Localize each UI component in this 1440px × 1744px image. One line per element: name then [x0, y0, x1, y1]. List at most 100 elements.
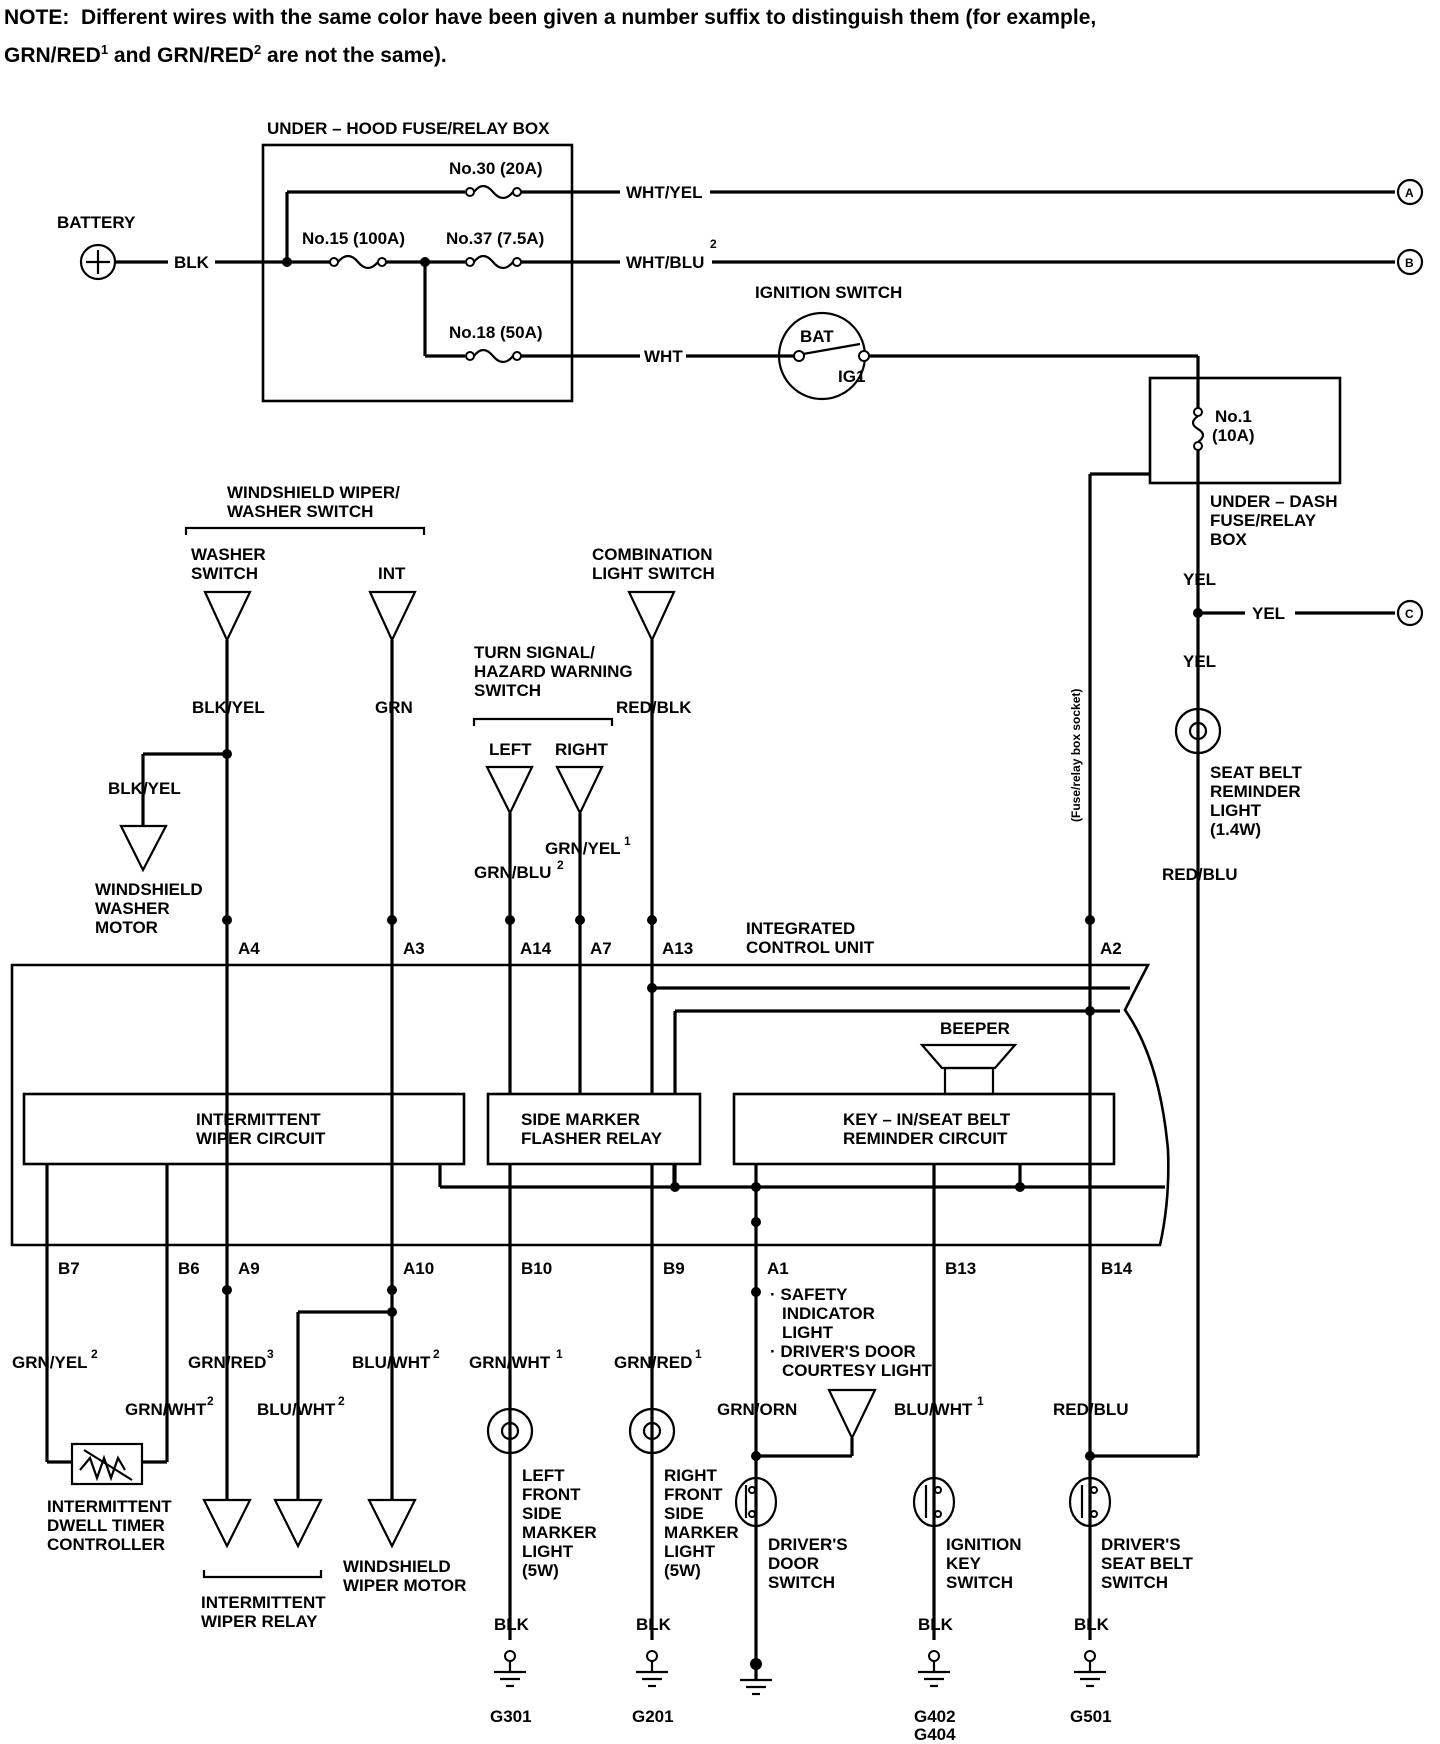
- wiper-circuit-label-2: WIPER CIRCUIT: [196, 1129, 326, 1148]
- wire-red-blu-top: RED/BLU: [1162, 865, 1238, 884]
- safety-label-1: · SAFETY: [770, 1285, 848, 1304]
- dwell-label-3: CONTROLLER: [47, 1535, 165, 1554]
- fuse-no1-label-2: (10A): [1212, 426, 1255, 445]
- pin-a9: A9: [238, 1259, 260, 1278]
- note-example-1: GRN/RED: [4, 44, 101, 67]
- pin-a13: A13: [662, 939, 693, 958]
- pin-b10: B10: [521, 1259, 552, 1278]
- turn-switch-label-1: TURN SIGNAL/: [474, 643, 595, 662]
- wire-grn-yel-2-suffix: 2: [91, 1347, 98, 1361]
- pin-b14: B14: [1101, 1259, 1133, 1278]
- seatbelt-light-label-2: REMINDER: [1210, 782, 1301, 801]
- wiper-circuit-box: [22, 1092, 466, 1166]
- turn-switch-label-3: SWITCH: [474, 681, 541, 700]
- grounds: BLK BLK BLK BLK: [490, 1615, 1112, 1744]
- wire-grn-wht-1-suffix: 1: [556, 1347, 563, 1361]
- wire-yel-c: YEL: [1252, 604, 1285, 623]
- wiper-relay-terminal-1: [202, 1498, 252, 1549]
- seat-switch-label-3: SWITCH: [1101, 1573, 1168, 1592]
- turn-switch-label-2: HAZARD WARNING: [474, 662, 633, 681]
- seat-switch-label-1: DRIVER'S: [1101, 1535, 1181, 1554]
- svg-text:C: C: [1405, 607, 1414, 621]
- wire-grn-yel-2: GRN/YEL: [12, 1353, 88, 1372]
- wiper-switch-group-2: WASHER SWITCH: [227, 502, 373, 521]
- right-marker-label-5: LIGHT: [664, 1542, 716, 1561]
- left-marker-label-1: LEFT: [522, 1466, 565, 1485]
- switch-section: WINDSHIELD WIPER/ WASHER SWITCH WASHER S…: [95, 483, 715, 937]
- door-switch-label-2: DOOR: [768, 1554, 819, 1573]
- icu-label-1: INTEGRATED: [746, 919, 855, 938]
- wire-grn-wht-1: GRN/WHT: [469, 1353, 551, 1372]
- wiper-switch-bracket: [184, 526, 426, 535]
- turn-left-label: LEFT: [489, 740, 532, 759]
- beeper-label: BEEPER: [940, 1019, 1010, 1038]
- pin-a14: A14: [520, 939, 552, 958]
- int-label: INT: [378, 564, 406, 583]
- underdash-fuse-box: [1148, 376, 1342, 485]
- seatbelt-reminder-light-icon: [1174, 707, 1222, 755]
- pin-a3: A3: [403, 939, 425, 958]
- flasher-relay-box: [486, 1092, 702, 1166]
- key-switch-label-3: SWITCH: [946, 1573, 1013, 1592]
- wire-blk-yel-motor: BLK/YEL: [108, 779, 181, 798]
- wire-grn-yel-1: GRN/YEL: [545, 839, 621, 858]
- int-switch-terminal: [368, 590, 417, 643]
- underhood-fuse-box: [261, 143, 574, 403]
- combo-switch-terminal: [627, 590, 676, 643]
- turn-right-label: RIGHT: [555, 740, 609, 759]
- keyin-label-1: KEY – IN/SEAT BELT: [843, 1110, 1011, 1129]
- key-switch-label-1: IGNITION: [946, 1535, 1022, 1554]
- wire-blu-wht-1-suffix: 1: [977, 1394, 984, 1408]
- door-switch-label-3: SWITCH: [768, 1573, 835, 1592]
- ground-blk-left: BLK: [494, 1615, 530, 1634]
- ground-g402-icon: [918, 1650, 950, 1688]
- washer-motor-terminal: [119, 824, 168, 873]
- underdash-label-2: FUSE/RELAY: [1210, 511, 1317, 530]
- note-text: NOTE: Different wires with the same colo…: [4, 2, 1424, 72]
- fuse-no1-icon: [1191, 407, 1205, 451]
- ground-g402-label: G402: [914, 1707, 956, 1726]
- key-switch-icon: [912, 1476, 956, 1528]
- pin-b7: B7: [58, 1259, 80, 1278]
- ground-g501-label: G501: [1070, 1707, 1112, 1726]
- key-switch-label-2: KEY: [946, 1554, 982, 1573]
- beeper-icon: [919, 1043, 1018, 1096]
- wire-grn-red-1-suffix: 1: [695, 1347, 702, 1361]
- wire-grn-red-1: GRN/RED: [614, 1353, 692, 1372]
- fuse-no1-label-1: No.1: [1215, 407, 1252, 426]
- seatbelt-light-label-4: (1.4W): [1210, 820, 1261, 839]
- wiper-circuit-label-1: INTERMITTENT: [196, 1110, 321, 1129]
- ground-door-icon: [740, 1658, 772, 1696]
- wire-grn-blu-suffix: 2: [557, 858, 564, 872]
- ground-g501-icon: [1074, 1650, 1106, 1688]
- dwell-label-2: DWELL TIMER: [47, 1516, 165, 1535]
- ground-g201-icon: [636, 1650, 668, 1688]
- fuse-no30-icon: [465, 184, 522, 200]
- note-sup-2: 2: [253, 42, 262, 57]
- wire-blk-battery: BLK: [174, 253, 210, 272]
- underdash-label-1: UNDER – DASH: [1210, 492, 1338, 511]
- fuse-no37-icon: [465, 254, 522, 270]
- safety-label-3: LIGHT: [782, 1323, 834, 1342]
- washer-motor-label-2: WASHER: [95, 899, 170, 918]
- combo-switch-label-1: COMBINATION: [592, 545, 713, 564]
- washer-switch-label-2: SWITCH: [191, 564, 258, 583]
- seat-switch-label-2: SEAT BELT: [1101, 1554, 1194, 1573]
- right-marker-label-2: FRONT: [664, 1485, 723, 1504]
- ground-g301-icon: [494, 1650, 526, 1688]
- note-line-1: NOTE: Different wires with the same colo…: [4, 2, 1424, 34]
- battery-label: BATTERY: [57, 213, 136, 232]
- wiper-relay-label-2: WIPER RELAY: [201, 1612, 318, 1631]
- safety-label-4: · DRIVER'S DOOR: [770, 1342, 916, 1361]
- fuse-no37-label: No.37 (7.5A): [446, 229, 544, 248]
- seat-belt-switch-icon: [1068, 1476, 1112, 1528]
- note-tail: are not the same).: [267, 44, 447, 67]
- safety-label-2: INDICATOR: [782, 1304, 875, 1323]
- note-line-2: GRN/RED1 and GRN/RED2 are not the same).: [4, 34, 1424, 72]
- flasher-label-2: FLASHER RELAY: [521, 1129, 663, 1148]
- wire-blu-wht-2b: BLU/WHT: [257, 1400, 336, 1419]
- ground-blk-right: BLK: [636, 1615, 672, 1634]
- wire-wht: WHT: [644, 347, 683, 366]
- wire-grn-blu: GRN/BLU: [474, 863, 551, 882]
- pin-a2: A2: [1100, 939, 1122, 958]
